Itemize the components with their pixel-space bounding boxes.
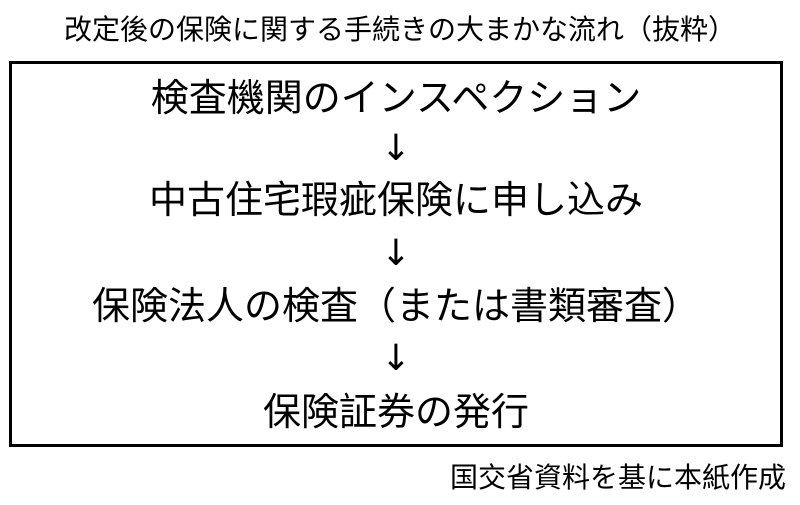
source-note: 国交省資料を基に本紙作成 (449, 461, 786, 494)
down-arrow-icon: ↓ (380, 233, 412, 274)
flow-step-policy-issuance: 保険証券の発行 (262, 390, 529, 434)
diagram-title: 改定後の保険に関する手続きの大まかな流れ（抜粋） (63, 13, 736, 46)
flow-step-insurer-inspection: 保険法人の検査（または書類審査） (91, 284, 700, 328)
flow-step-inspection: 検査機関のインスペクション (150, 76, 642, 120)
flow-box: 検査機関のインスペクション ↓ 中古住宅瑕疵保険に申し込み ↓ 保険法人の検査（… (9, 61, 783, 447)
down-arrow-icon: ↓ (380, 128, 412, 169)
flow-step-insurance-application: 中古住宅瑕疵保険に申し込み (148, 178, 643, 222)
down-arrow-icon: ↓ (380, 338, 412, 379)
